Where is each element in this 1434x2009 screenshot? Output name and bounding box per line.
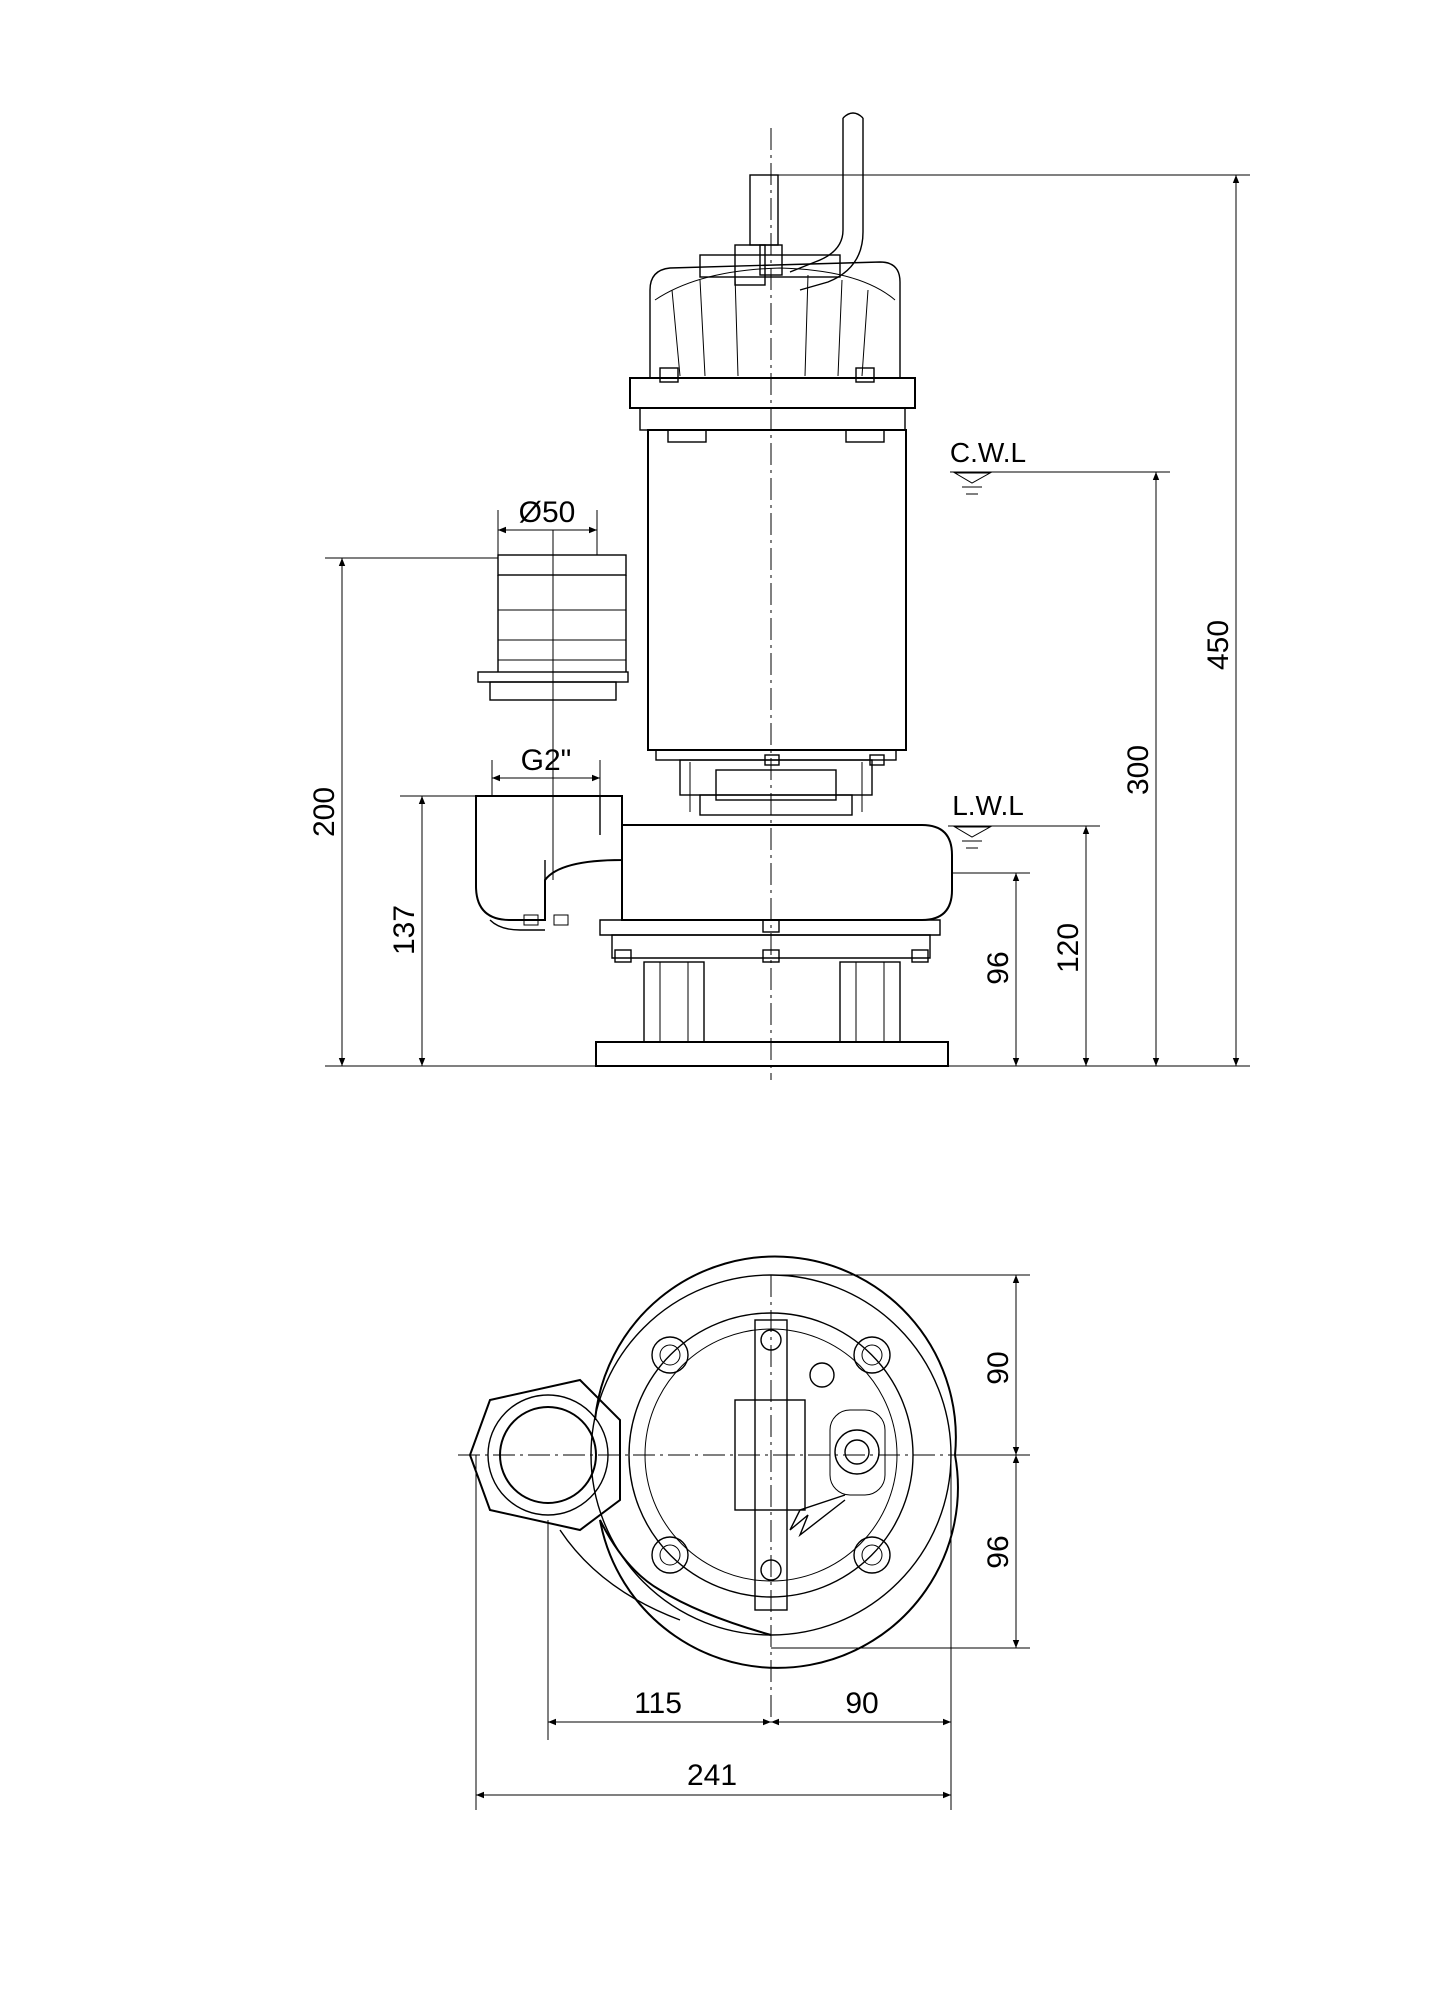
bolt-hole-top-left <box>651 1336 689 1374</box>
dim-label-90-vertical: 90 <box>982 1351 1015 1384</box>
bolt-hole-bottom-right <box>853 1536 891 1574</box>
discharge-elbow <box>475 795 623 931</box>
seal-section <box>679 754 885 816</box>
pump-stand <box>595 961 949 1067</box>
dim-label-450: 450 <box>1202 620 1235 670</box>
bolt-hole-bottom-left <box>651 1536 689 1574</box>
handle-bar <box>734 1319 806 1611</box>
pump-base-outline <box>590 1255 959 1669</box>
dim-label-241: 241 <box>687 1759 737 1792</box>
dim-label-137: 137 <box>388 905 421 955</box>
bolt-hole-top-right <box>853 1336 891 1374</box>
dim-label-300: 300 <box>1122 745 1155 795</box>
dim-label-90-horizontal: 90 <box>845 1687 878 1720</box>
dim-label-200: 200 <box>308 787 341 837</box>
dim-label-96-side: 96 <box>982 951 1015 984</box>
dim-label-120: 120 <box>1052 923 1085 973</box>
dim-label-96-vertical: 96 <box>982 1535 1015 1568</box>
plan-view: 90 96 115 90 241 <box>458 1255 1030 1810</box>
discharge-port <box>468 1378 681 1621</box>
dim-label-115: 115 <box>634 1687 682 1720</box>
cwl-symbol <box>950 471 1170 495</box>
motor-cap <box>629 244 916 443</box>
dim-label-g2: G2" <box>521 744 572 777</box>
lwl-symbol <box>948 825 1100 849</box>
cwl-label: C.W.L <box>950 437 1026 468</box>
cable-gland <box>809 1362 886 1496</box>
motor-housing <box>647 429 907 761</box>
side-view: Ø50 G2" C.W.L L.W.L 450 300 120 96 200 1… <box>308 112 1250 1080</box>
rotation-arrow-icon <box>789 1494 846 1538</box>
volute-casing <box>599 824 953 963</box>
lwl-label: L.W.L <box>952 790 1024 821</box>
dim-label-d50: Ø50 <box>519 496 576 529</box>
hose-tail <box>477 554 629 701</box>
